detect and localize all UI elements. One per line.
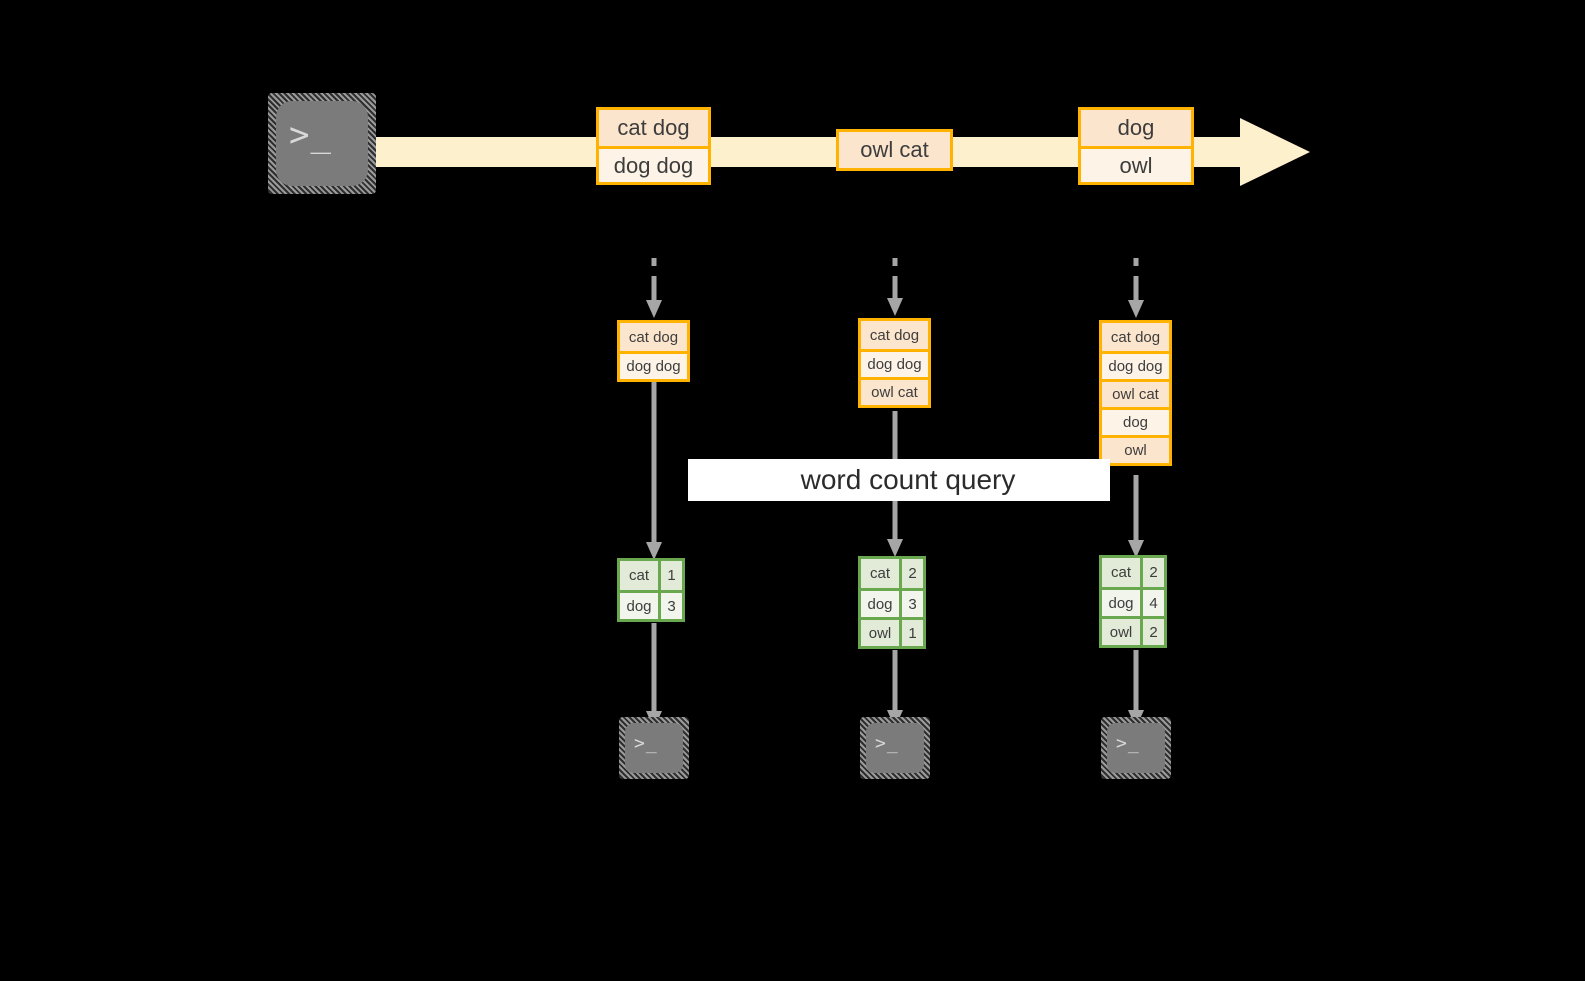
table-row: dog 3 xyxy=(861,588,923,617)
input-record: cat dog xyxy=(1102,323,1169,351)
stream-record: owl xyxy=(1081,146,1191,182)
input-record: dog dog xyxy=(1102,351,1169,379)
connector-stream-to-input-1 xyxy=(645,258,665,320)
stream-arrow-icon xyxy=(360,118,1310,186)
stream-batch-2: owl cat xyxy=(836,129,953,171)
input-record: dog dog xyxy=(861,349,928,377)
input-record: cat dog xyxy=(861,321,928,349)
stream-record: dog dog xyxy=(599,146,708,182)
query-label-band: word count query xyxy=(688,459,1110,501)
sink-terminal-icon-2: >_ xyxy=(860,717,930,779)
query-label-text: word count query xyxy=(800,464,1016,495)
word-cell: cat xyxy=(861,559,899,588)
word-cell: owl xyxy=(861,620,899,646)
result-table-1: cat 1 dog 3 xyxy=(617,558,685,622)
input-record: owl xyxy=(1102,435,1169,463)
word-cell: dog xyxy=(620,593,658,619)
connector-input-to-result-1 xyxy=(645,382,665,562)
count-cell: 2 xyxy=(1140,619,1164,645)
terminal-prompt: >_ xyxy=(634,733,658,754)
connector-stream-to-input-2 xyxy=(886,258,906,320)
word-cell: cat xyxy=(1102,558,1140,587)
stream-record: owl cat xyxy=(839,132,950,168)
input-record: owl cat xyxy=(861,377,928,405)
table-row: owl 1 xyxy=(861,617,923,646)
word-cell: dog xyxy=(1102,590,1140,616)
table-row: dog 3 xyxy=(620,590,682,619)
count-cell: 1 xyxy=(658,561,682,590)
terminal-prompt: >_ xyxy=(289,115,332,155)
input-record: owl cat xyxy=(1102,379,1169,407)
table-row: cat 1 xyxy=(620,561,682,590)
stream-batch-3: dog owl xyxy=(1078,107,1194,185)
accumulated-input-1: cat dog dog dog xyxy=(617,320,690,382)
input-record: cat dog xyxy=(620,323,687,351)
accumulated-input-2: cat dog dog dog owl cat xyxy=(858,318,931,408)
word-cell: dog xyxy=(861,591,899,617)
table-row: owl 2 xyxy=(1102,616,1164,645)
source-terminal-icon: >_ xyxy=(268,93,376,194)
connector-stream-to-input-3 xyxy=(1127,258,1147,320)
terminal-prompt: >_ xyxy=(1116,733,1140,754)
table-row: cat 2 xyxy=(1102,558,1164,587)
sink-terminal-icon-3: >_ xyxy=(1101,717,1171,779)
connector-input-to-result-3 xyxy=(1127,475,1147,560)
count-cell: 4 xyxy=(1140,590,1164,616)
count-cell: 3 xyxy=(899,591,923,617)
input-record: dog xyxy=(1102,407,1169,435)
table-row: dog 4 xyxy=(1102,587,1164,616)
table-row: cat 2 xyxy=(861,559,923,588)
connector-result-to-sink-1 xyxy=(645,623,665,731)
input-record: dog dog xyxy=(620,351,687,379)
count-cell: 2 xyxy=(1140,558,1164,587)
sink-terminal-icon-1: >_ xyxy=(619,717,689,779)
count-cell: 3 xyxy=(658,593,682,619)
stream-record: dog xyxy=(1081,110,1191,146)
result-table-2: cat 2 dog 3 owl 1 xyxy=(858,556,926,649)
word-cell: owl xyxy=(1102,619,1140,645)
stream-batch-1: cat dog dog dog xyxy=(596,107,711,185)
stream-record: cat dog xyxy=(599,110,708,146)
accumulated-input-3: cat dog dog dog owl cat dog owl xyxy=(1099,320,1172,466)
count-cell: 1 xyxy=(899,620,923,646)
count-cell: 2 xyxy=(899,559,923,588)
word-cell: cat xyxy=(620,561,658,590)
terminal-prompt: >_ xyxy=(875,733,899,754)
result-table-3: cat 2 dog 4 owl 2 xyxy=(1099,555,1167,648)
